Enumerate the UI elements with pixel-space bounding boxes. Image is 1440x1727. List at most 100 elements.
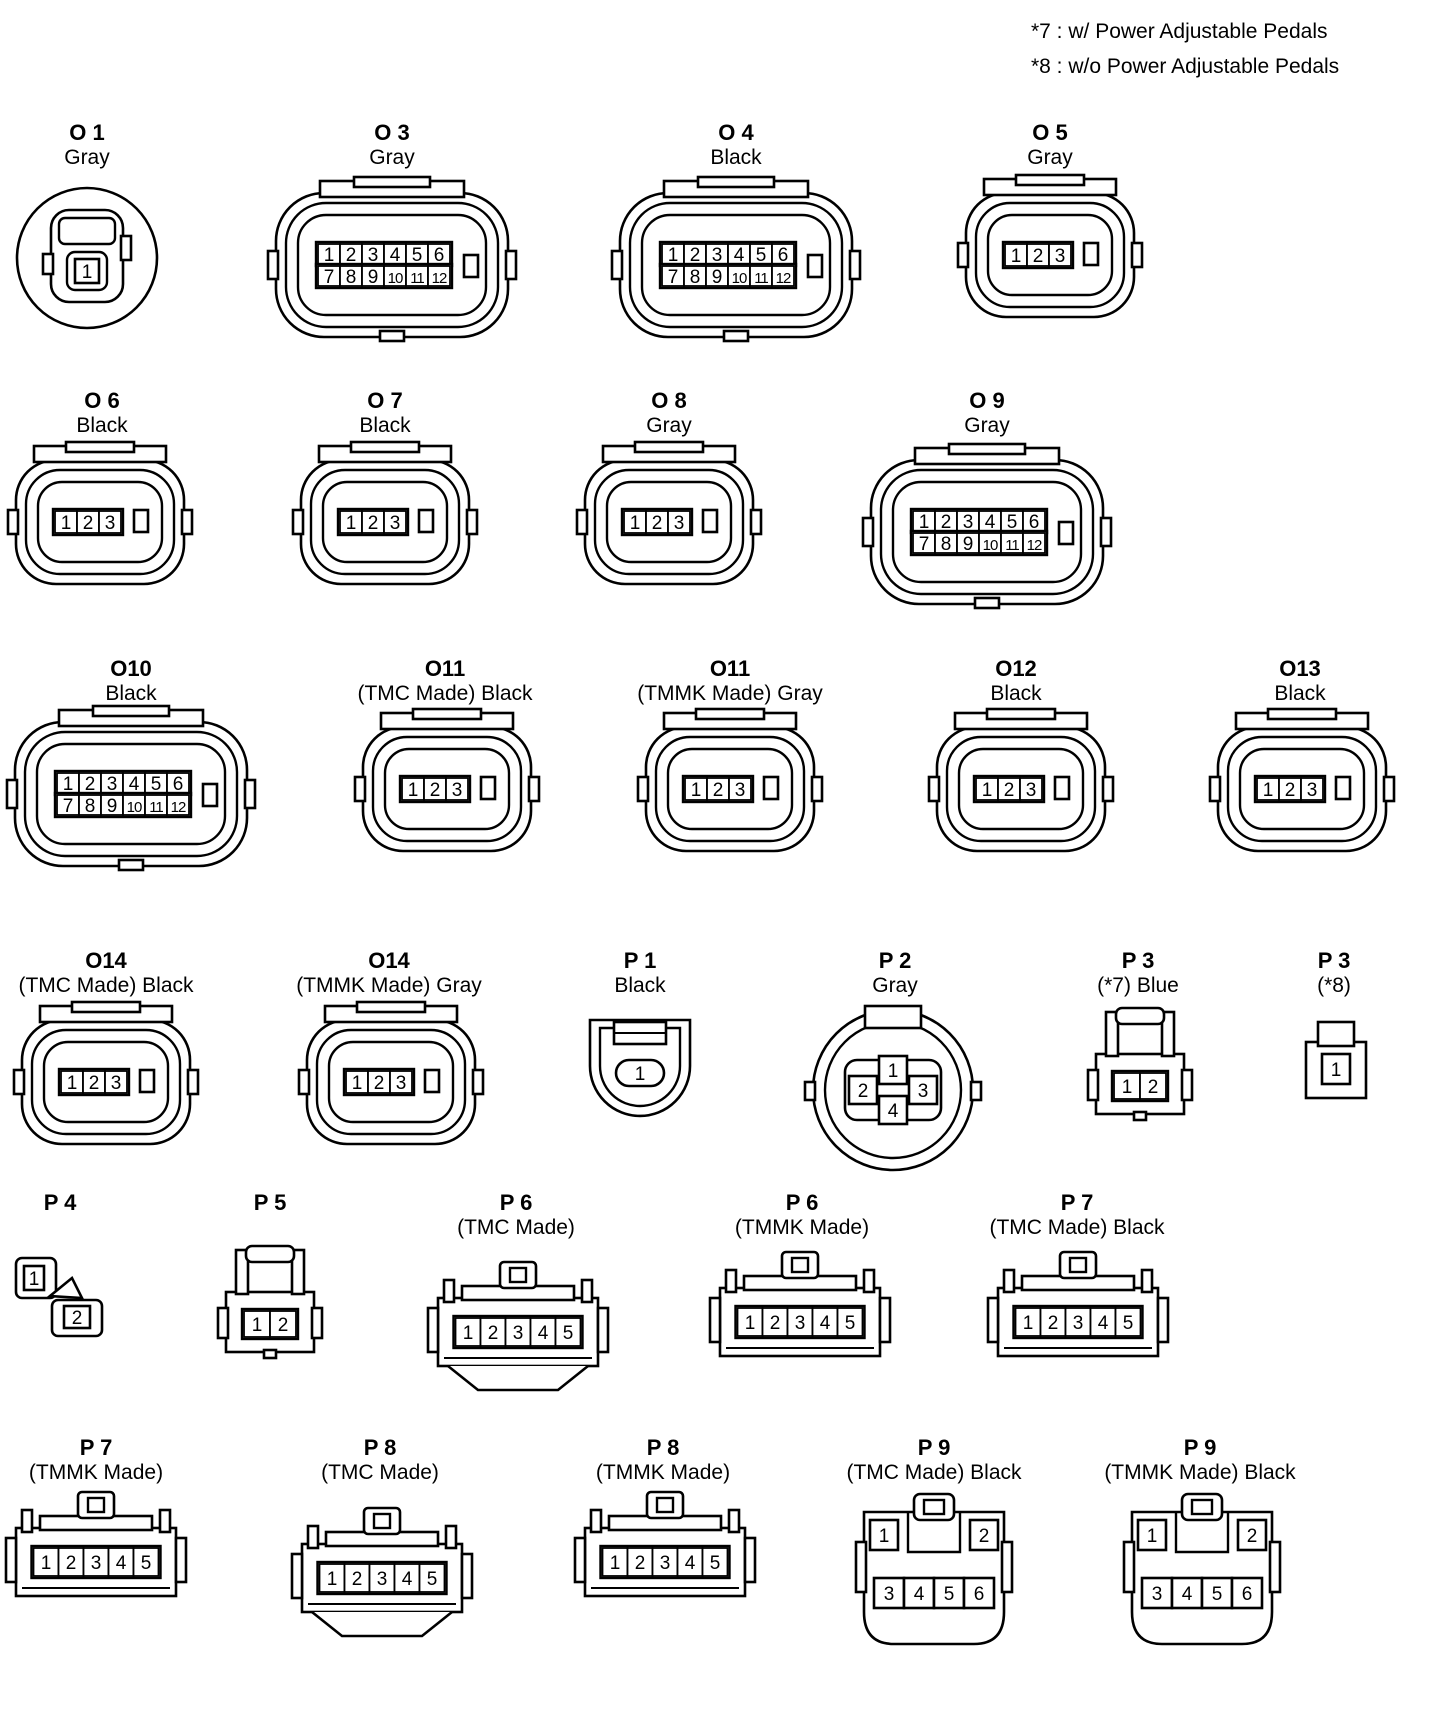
connector-subtitle: (TMMK Made) [596,1461,730,1484]
connector-subtitle: (TMC Made) [457,1216,575,1239]
pin-number: 7 [63,796,74,817]
pin-number: 3 [91,1553,102,1574]
side-rib [803,1080,817,1102]
pin-cell [1236,1518,1268,1552]
latch-tab [633,440,705,454]
latch [912,1492,956,1522]
pin-number: 9 [368,267,379,288]
pin-number: 6 [974,1584,985,1605]
plug-body [49,208,125,304]
pin-number: 9 [107,796,118,817]
pin-number: 3 [963,512,974,533]
key-slot [479,775,497,801]
latch-tab [64,440,136,454]
connector-subtitle: (*7) Blue [1097,974,1179,997]
pin-number: 3 [674,513,685,534]
connector-code: P 3 [1122,948,1155,973]
connector-subtitle: Gray [964,414,1010,437]
side-rib [460,1552,474,1600]
connector-subtitle: (TMC Made) Black [18,974,194,997]
pin-number: 1 [630,513,641,534]
pin-number: 10 [388,270,403,287]
connector-subtitle: Gray [1027,146,1073,169]
latch [780,1250,820,1280]
pin-cell [701,1547,729,1577]
pin-cell [98,510,122,534]
housing-core [327,1040,455,1124]
pin-number: 5 [944,1584,955,1605]
pin-number: 4 [1098,1313,1109,1334]
pin-number: 4 [390,245,401,266]
pin-number: 5 [710,1553,721,1574]
guide [234,1248,250,1296]
side-rib [243,778,257,810]
pin-cell [73,257,101,285]
connector-code: P 3 [1318,948,1351,973]
pin-cell [1320,1052,1352,1086]
pin-number: 10 [127,799,142,816]
pin-cell [418,1563,446,1593]
housing-core [35,742,227,846]
pin-number: 2 [374,1073,385,1094]
pin-cell [1139,1072,1167,1100]
pin-number: 3 [712,245,723,266]
latch-tab [355,1000,427,1014]
bottom-key [1132,1110,1148,1122]
pin-number: 1 [1263,780,1274,801]
latch-hole [372,1512,392,1530]
housing-inner [30,1028,182,1136]
pin-number: 8 [85,796,96,817]
pin-number: 2 [1247,1526,1258,1547]
connector-code: O 6 [84,388,119,413]
housing-inner [315,1028,467,1136]
housing-core [42,1040,170,1124]
pin-cell [811,1307,839,1337]
latch-tab [91,704,171,718]
pin-number: 5 [151,774,162,795]
pin-number: 1 [463,1323,474,1344]
pin-number: 8 [690,267,701,288]
side-rib [878,1296,892,1344]
housing-core [296,213,488,317]
housing-core [1238,747,1366,831]
latch-hole [1068,1256,1088,1274]
pin-number: 2 [1285,780,1296,801]
connector-code: P 1 [624,948,657,973]
connector-subtitle: (TMC Made) Black [357,682,533,705]
pin-number: 10 [732,270,747,287]
pin-cell [771,265,795,287]
connector-code: O13 [1279,656,1321,681]
connector-code: P 8 [647,1435,680,1460]
pin-number: 1 [668,245,679,266]
side-rib [186,1068,200,1096]
connector-code: P 8 [364,1435,397,1460]
side-rib [1382,775,1396,803]
pin-number: 4 [129,774,140,795]
latch-tab [411,707,483,721]
pin-cell [318,1563,346,1593]
latch-hole [1190,1498,1214,1516]
pin-number: 12 [432,270,447,287]
pin-number: 1 [1011,246,1022,267]
housing-core [36,480,164,564]
pin-number: 3 [111,1073,122,1094]
connector-code: P 7 [1061,1190,1094,1215]
connector-subtitle: (*8) [1317,974,1351,997]
pin-cell [445,777,469,801]
side-rib [180,508,194,536]
housing-core [383,747,511,831]
pin-number: 12 [171,799,186,816]
pin-cell [243,1310,271,1338]
housing-inner [24,468,176,576]
pin-cell [601,1547,629,1577]
pin-number: 1 [82,262,93,283]
pin-number: 1 [67,1073,78,1094]
